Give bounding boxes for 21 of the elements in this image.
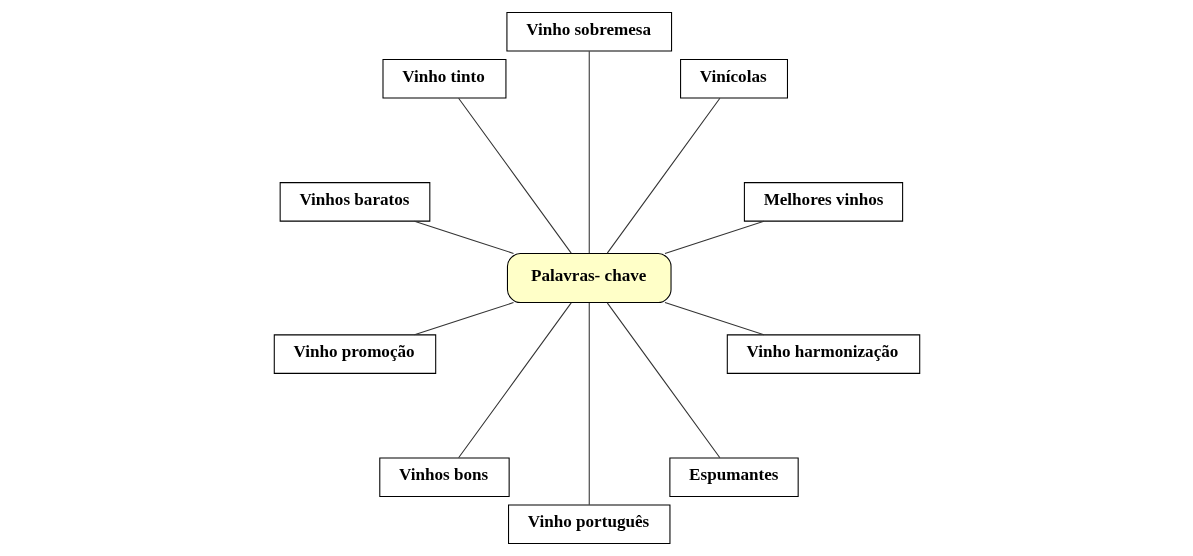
node-box: Espumantes xyxy=(668,457,799,498)
node-box: Vinícolas xyxy=(679,58,788,99)
node-box: Vinho tinto xyxy=(381,58,506,99)
connector xyxy=(413,220,514,254)
node-box: Vinhos baratos xyxy=(279,182,430,222)
connector xyxy=(588,302,590,506)
connector xyxy=(457,97,572,254)
connector xyxy=(413,302,514,336)
node-box: Palavras- chave xyxy=(506,252,672,304)
node-box: Vinho harmonização xyxy=(726,334,920,374)
node-box: Melhores vinhos xyxy=(743,182,903,222)
node-box: Vinho sobremesa xyxy=(505,11,672,52)
connector xyxy=(606,302,720,459)
node-box: Vinho promoção xyxy=(273,334,436,374)
connector xyxy=(663,220,765,254)
connector xyxy=(588,50,590,254)
connector xyxy=(606,97,720,254)
node-box: Vinho português xyxy=(507,504,670,545)
connector xyxy=(457,302,572,459)
connector xyxy=(663,302,765,336)
node-box: Vinhos bons xyxy=(378,457,510,498)
